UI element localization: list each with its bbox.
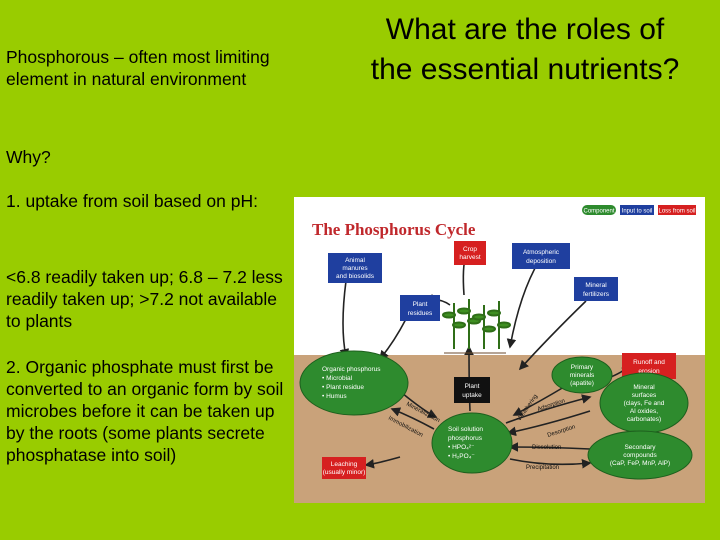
svg-text:(clays, Fe and: (clays, Fe and bbox=[624, 400, 665, 407]
arrow-adsorption bbox=[505, 394, 592, 424]
arrow-leaching bbox=[364, 456, 401, 469]
node-plant-residues: Plant residues bbox=[400, 295, 440, 321]
arrow-atmosphere-to-soil bbox=[506, 260, 540, 349]
svg-text:uptake: uptake bbox=[462, 392, 482, 399]
svg-text:Organic phosphorus: Organic phosphorus bbox=[322, 366, 381, 373]
crop-plants-illustration bbox=[442, 299, 511, 354]
svg-text:carbonates): carbonates) bbox=[627, 416, 661, 423]
legend-component-label: Component bbox=[583, 209, 614, 215]
legend-loss-label: Loss from soil bbox=[658, 209, 695, 215]
legend: Component Input to soil Loss from soil bbox=[582, 205, 696, 215]
svg-text:Atmospheric: Atmospheric bbox=[523, 249, 560, 256]
svg-text:Mineral: Mineral bbox=[633, 384, 655, 391]
svg-text:surfaces: surfaces bbox=[632, 392, 657, 399]
legend-loss-chip bbox=[658, 205, 696, 215]
label-precipitation: Precipitation bbox=[526, 465, 559, 471]
arrow-precipitation bbox=[509, 458, 592, 469]
arrow-weathering bbox=[512, 386, 565, 416]
svg-text:• H₂PO₄⁻: • H₂PO₄⁻ bbox=[448, 453, 475, 460]
svg-text:Primary: Primary bbox=[571, 364, 594, 371]
svg-text:• HPO₄²⁻: • HPO₄²⁻ bbox=[448, 444, 475, 451]
node-soil-solution-phosphorus: Soil solution phosphorus • HPO₄²⁻ • H₂PO… bbox=[431, 412, 513, 474]
svg-text:• Humus: • Humus bbox=[322, 393, 347, 400]
svg-text:compounds: compounds bbox=[623, 452, 657, 459]
point-1-detail: <6.8 readily taken up; 6.8 – 7.2 less re… bbox=[6, 267, 283, 331]
legend-input-chip bbox=[620, 205, 654, 215]
why-heading: Why? bbox=[6, 147, 51, 167]
slide-title: What are the roles of the essential nutr… bbox=[370, 13, 680, 86]
svg-text:Animal: Animal bbox=[345, 257, 365, 264]
arrow-fertilizers-to-soil bbox=[518, 300, 587, 371]
svg-text:Crop: Crop bbox=[463, 246, 477, 253]
svg-text:manures: manures bbox=[342, 265, 368, 272]
arrow-immobilization bbox=[390, 407, 435, 430]
svg-text:Mineral: Mineral bbox=[585, 282, 607, 289]
point-2: 2. Organic phosphate must first be conve… bbox=[6, 357, 284, 465]
node-organic-phosphorus: Organic phosphorus • Microbial • Plant r… bbox=[299, 350, 409, 416]
svg-text:and biosolids: and biosolids bbox=[336, 273, 375, 280]
svg-text:• Microbial: • Microbial bbox=[322, 375, 353, 382]
svg-text:phosphorus: phosphorus bbox=[448, 435, 483, 442]
svg-text:Secondary: Secondary bbox=[624, 444, 656, 451]
arrow-manures-to-soil bbox=[339, 280, 350, 359]
label-dissolution: Dissolution bbox=[532, 445, 561, 451]
node-primary-minerals: Primary minerals (apatite) bbox=[551, 356, 613, 394]
node-animal-manures: Animal manures and biosolids bbox=[328, 253, 382, 283]
node-secondary-compounds: Secondary compounds (CaP, FeP, MnP, AlP) bbox=[587, 430, 693, 480]
svg-text:Soil solution: Soil solution bbox=[448, 426, 483, 433]
arrow-mineralization bbox=[401, 392, 438, 418]
svg-text:deposition: deposition bbox=[526, 258, 556, 265]
svg-text:Leaching: Leaching bbox=[331, 461, 358, 468]
point-1: 1. uptake from soil based on pH: bbox=[6, 191, 258, 211]
arrow-dissolution bbox=[508, 442, 591, 452]
svg-text:minerals: minerals bbox=[570, 372, 595, 379]
arrow-desorption bbox=[506, 410, 591, 437]
svg-text:Plant: Plant bbox=[413, 301, 428, 308]
legend-component-chip bbox=[582, 205, 616, 215]
svg-text:residues: residues bbox=[408, 310, 433, 317]
legend-input-label: Input to soil bbox=[622, 209, 653, 215]
node-mineral-surfaces: Mineral surfaces (clays, Fe and Al oxide… bbox=[599, 372, 689, 434]
node-plant-uptake: Plant uptake bbox=[454, 377, 490, 403]
svg-text:(usually minor): (usually minor) bbox=[323, 469, 366, 476]
node-atmospheric-deposition: Atmospheric deposition bbox=[512, 243, 570, 269]
svg-text:(apatite): (apatite) bbox=[570, 380, 594, 387]
node-crop-harvest: Crop harvest bbox=[454, 241, 486, 265]
svg-text:Plant: Plant bbox=[465, 383, 480, 390]
svg-text:• Plant residue: • Plant residue bbox=[322, 384, 364, 391]
svg-text:fertilizers: fertilizers bbox=[583, 291, 610, 298]
node-mineral-fertilizers: Mineral fertilizers bbox=[574, 277, 618, 301]
diagram-title: The Phosphorus Cycle bbox=[312, 220, 476, 239]
svg-text:Runoff and: Runoff and bbox=[633, 359, 665, 366]
intro-text: Phosphorous – often most limiting elemen… bbox=[6, 47, 270, 89]
svg-text:harvest: harvest bbox=[459, 254, 481, 261]
phosphorus-cycle-diagram: The Phosphorus Cycle Component Input to … bbox=[294, 197, 705, 503]
svg-text:(CaP, FeP, MnP, AlP): (CaP, FeP, MnP, AlP) bbox=[610, 460, 670, 467]
arrow-residues-to-soil bbox=[378, 318, 407, 361]
svg-text:Al oxides,: Al oxides, bbox=[630, 408, 658, 415]
node-leaching: Leaching (usually minor) bbox=[322, 457, 366, 479]
svg-text:erosion: erosion bbox=[638, 368, 660, 375]
